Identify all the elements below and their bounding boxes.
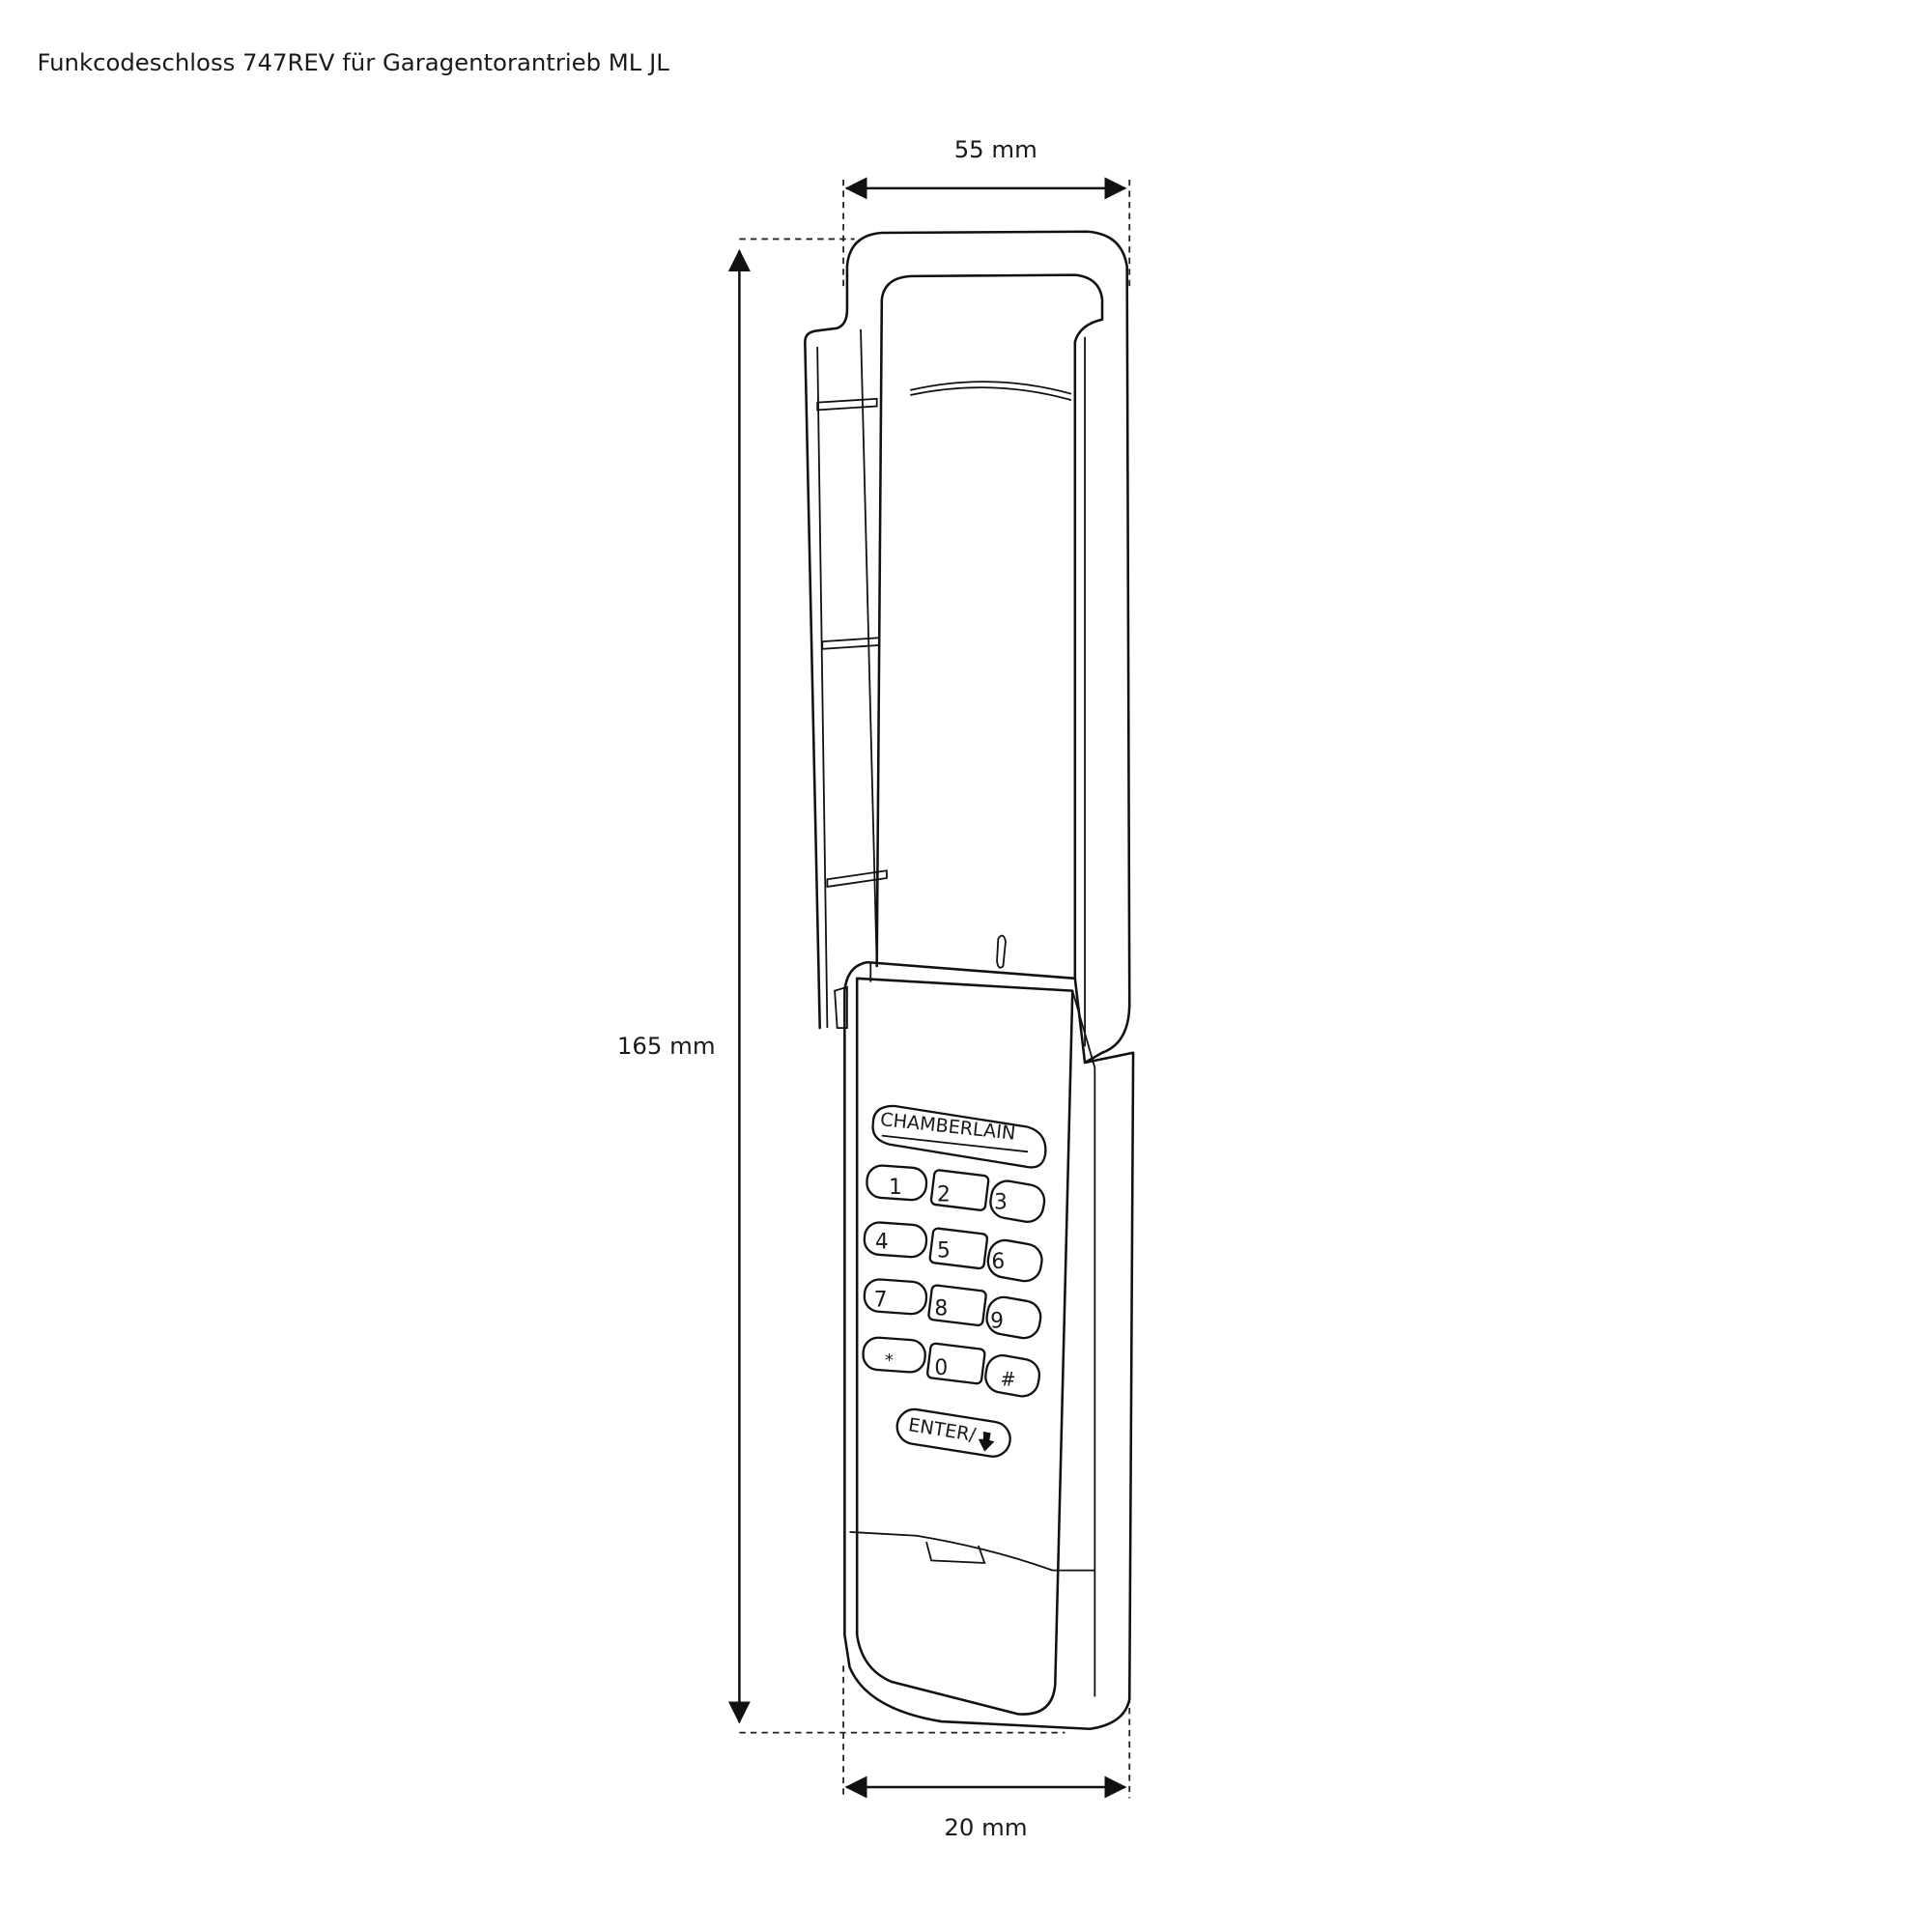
svg-text:2: 2: [937, 1183, 951, 1208]
key-star[interactable]: *: [862, 1336, 926, 1374]
key-9[interactable]: 9: [984, 1294, 1043, 1340]
svg-text:8: 8: [934, 1297, 948, 1321]
key-0[interactable]: 0: [925, 1342, 986, 1385]
key-5[interactable]: 5: [928, 1227, 989, 1270]
depth-label: 20 mm: [944, 1813, 1027, 1841]
height-dimension: 165 mm: [617, 238, 1065, 1734]
depth-dimension: 20 mm: [842, 1665, 1131, 1841]
svg-text:#: #: [1001, 1369, 1016, 1391]
key-4[interactable]: 4: [863, 1221, 928, 1259]
svg-text:7: 7: [874, 1289, 888, 1313]
key-hash[interactable]: #: [983, 1353, 1042, 1399]
keypad-body: [843, 960, 1135, 1731]
key-6[interactable]: 6: [985, 1237, 1044, 1283]
svg-text:5: 5: [937, 1238, 951, 1263]
svg-text:0: 0: [934, 1356, 948, 1380]
width-dimension: 55 mm: [842, 135, 1131, 288]
key-3[interactable]: 3: [988, 1179, 1047, 1224]
open-cover: [804, 230, 1131, 1065]
svg-text:6: 6: [991, 1250, 1005, 1274]
key-8[interactable]: 8: [927, 1284, 987, 1327]
height-label: 165 mm: [617, 1032, 716, 1060]
key-1[interactable]: 1: [866, 1164, 928, 1202]
key-2[interactable]: 2: [929, 1169, 990, 1211]
svg-text:1: 1: [889, 1176, 902, 1200]
keypad-keys: 1 2 3 4 5 6 7 8 9 * 0 # ENTER/: [862, 1164, 1047, 1459]
key-7[interactable]: 7: [863, 1278, 928, 1316]
page-title: Funkcodeschloss 747REV für Garagentorant…: [37, 48, 669, 76]
down-arrow-icon: [978, 1432, 995, 1452]
width-label: 55 mm: [954, 135, 1037, 163]
svg-text:3: 3: [994, 1190, 1008, 1214]
svg-text:4: 4: [875, 1230, 889, 1254]
brand-badge: CHAMBERLAIN: [871, 1104, 1047, 1169]
svg-text:*: *: [885, 1350, 894, 1371]
enter-key[interactable]: ENTER/: [895, 1406, 1012, 1459]
svg-text:9: 9: [990, 1309, 1004, 1333]
